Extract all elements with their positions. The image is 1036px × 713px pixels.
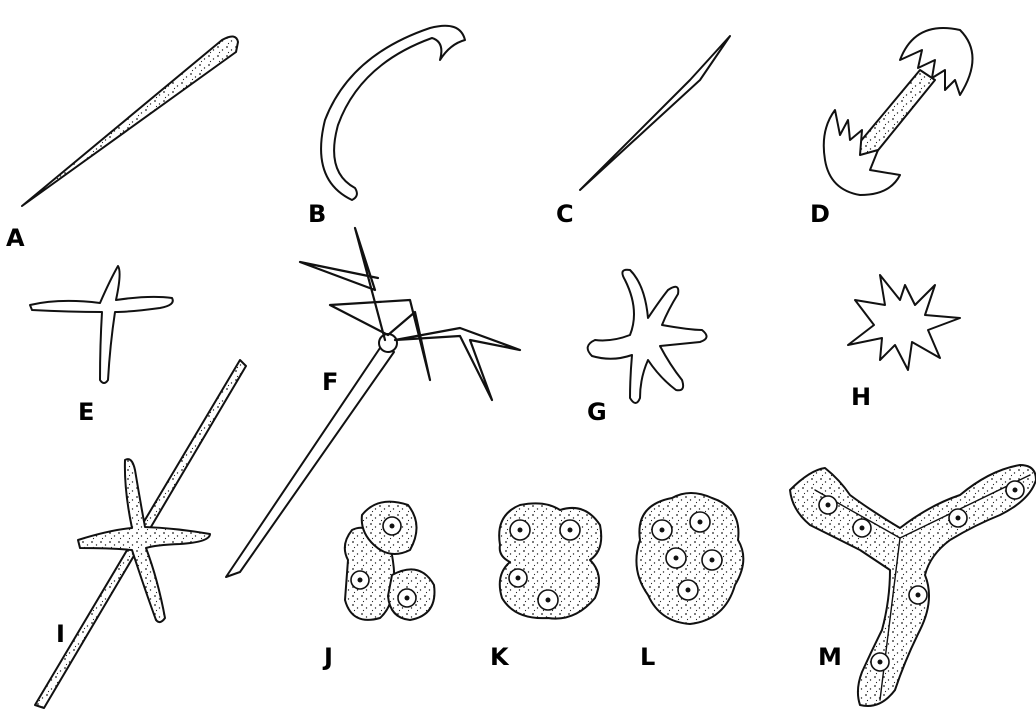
figure-e-tetract: E bbox=[30, 266, 173, 426]
label-l: L bbox=[640, 643, 655, 671]
figure-b-hooked-spicule: B bbox=[308, 26, 465, 228]
figure-j-cell-cluster: J bbox=[322, 502, 435, 671]
figure-l-cell-cluster: L bbox=[636, 493, 743, 671]
label-a: A bbox=[6, 224, 25, 252]
label-h: H bbox=[851, 383, 871, 411]
label-g: G bbox=[587, 398, 607, 426]
label-j: J bbox=[322, 643, 333, 671]
figure-m-triradiate: M bbox=[790, 465, 1036, 706]
figure-c-oxea: C bbox=[556, 36, 730, 228]
figure-d-amphidisc: D bbox=[810, 28, 973, 228]
figure-a-spicule: A bbox=[6, 36, 238, 252]
label-i: I bbox=[56, 620, 65, 648]
label-d: D bbox=[810, 200, 830, 228]
label-k: K bbox=[490, 643, 510, 671]
label-e: E bbox=[78, 398, 94, 426]
figure-i-spiny-spicule: I bbox=[35, 360, 246, 708]
figure-h-spiny-aster: H bbox=[848, 275, 960, 411]
label-c: C bbox=[556, 200, 574, 228]
figure-k-cell-cluster: K bbox=[490, 503, 601, 671]
label-f: F bbox=[322, 368, 338, 396]
label-m: M bbox=[818, 643, 842, 671]
label-b: B bbox=[308, 200, 326, 228]
figure-g-aster: G bbox=[587, 270, 707, 426]
